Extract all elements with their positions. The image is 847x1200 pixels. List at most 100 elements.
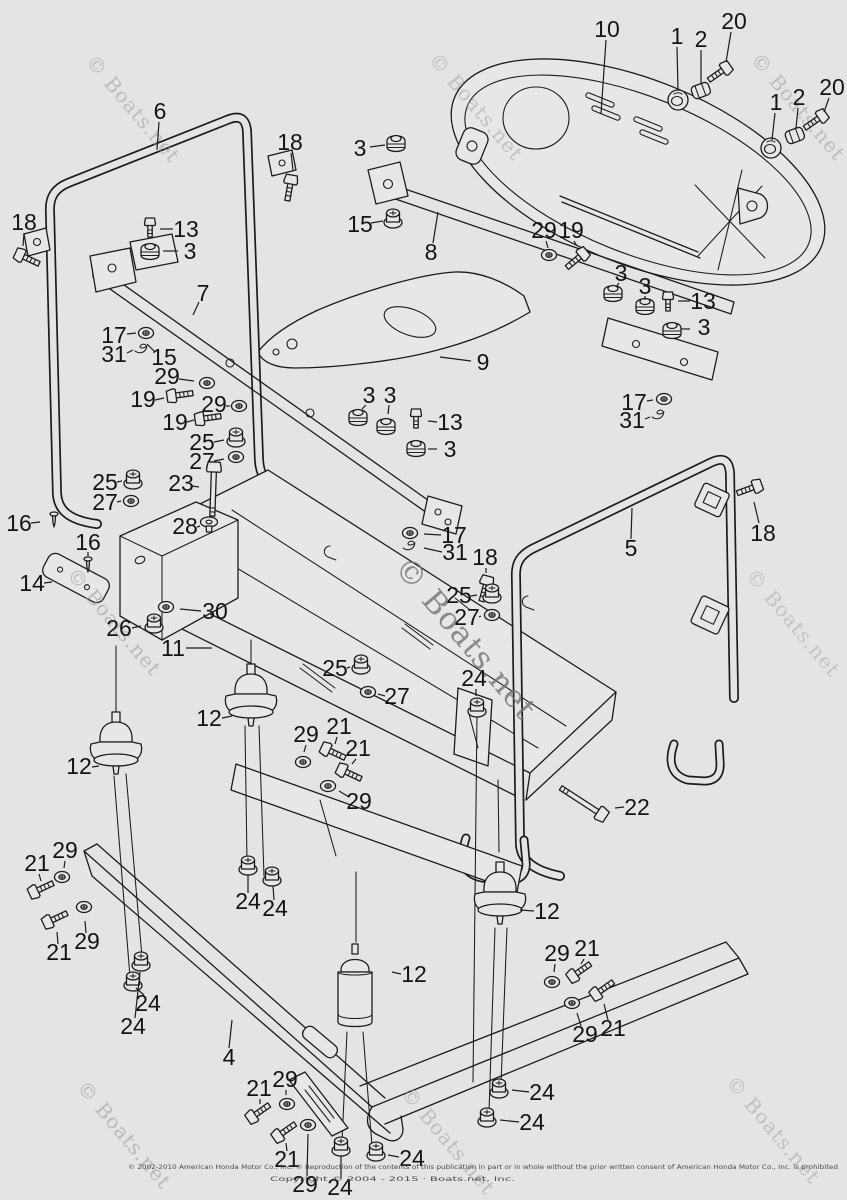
part-engine-bed-9 xyxy=(257,271,531,369)
part-glyph-washer xyxy=(294,755,312,769)
diagram-line-art xyxy=(23,58,826,1147)
leader-line xyxy=(338,790,350,798)
callout-label: 29 xyxy=(154,363,180,389)
callout-label: 13 xyxy=(437,409,463,435)
watermark-text: © Boats.net xyxy=(72,1076,176,1194)
callout-label: 20 xyxy=(721,8,747,34)
leader-line xyxy=(22,232,25,247)
callout-label: 23 xyxy=(168,470,194,496)
leader-line xyxy=(84,920,87,934)
callout-label: 4 xyxy=(223,1044,236,1070)
leader-line xyxy=(285,1142,288,1152)
part-glyph-bolt xyxy=(704,58,735,87)
part-glyph-washer xyxy=(319,779,337,793)
callout-label: 16 xyxy=(75,529,101,555)
leader-line xyxy=(377,693,386,697)
part-glyph-washer xyxy=(299,1118,317,1132)
leader-line xyxy=(186,419,195,423)
callout-label: 27 xyxy=(454,604,480,630)
part-glyph-washer xyxy=(563,996,581,1010)
part-glyph-bolts xyxy=(409,408,423,429)
leader-line xyxy=(146,343,156,353)
part-mount-12-a xyxy=(89,711,143,775)
leader-line xyxy=(221,715,233,719)
callout-label: 24 xyxy=(235,888,261,914)
leader-line xyxy=(306,1133,309,1177)
leader-line xyxy=(511,1089,530,1093)
part-glyph-nut xyxy=(238,855,258,876)
leader-line xyxy=(753,501,760,524)
leader-line xyxy=(196,525,201,528)
part-glyph-washer xyxy=(401,526,419,540)
callout-label: 31 xyxy=(619,407,645,433)
leader-line xyxy=(178,378,195,382)
part-mount-12-b xyxy=(224,663,278,727)
leader-line xyxy=(272,885,275,901)
leader-line xyxy=(630,507,633,540)
callout-label: 29 xyxy=(272,1066,298,1092)
part-glyph-washer xyxy=(359,685,377,699)
leader-line xyxy=(192,301,200,316)
callout-label: 24 xyxy=(327,1174,353,1200)
callout-label: 21 xyxy=(326,713,352,739)
callout-label: 18 xyxy=(11,209,37,235)
part-glyph-bolt xyxy=(279,173,300,203)
part-glyph-washer xyxy=(540,248,558,262)
footer-copyright-line1: © 2002-2010 American Honda Motor Co., In… xyxy=(128,1163,838,1171)
part-glyph-nut xyxy=(383,208,403,229)
part-glyph-bolts xyxy=(661,291,675,312)
callout-label: 2 xyxy=(793,84,806,110)
leader-line xyxy=(427,420,438,423)
part-glyph-nut xyxy=(489,1078,509,1099)
callout-label: 6 xyxy=(154,98,167,124)
callout-label: 29 xyxy=(74,928,100,954)
part-bottom-rail-4 xyxy=(83,843,749,1142)
callout-label: 25 xyxy=(322,655,348,681)
callout-label: 3 xyxy=(363,382,376,408)
leader-line xyxy=(116,480,123,483)
leader-line xyxy=(614,806,625,809)
callout-label: 27 xyxy=(384,683,410,709)
part-bracket-plate-14 xyxy=(42,552,110,604)
callout-label: 19 xyxy=(130,386,156,412)
part-glyph-bolt xyxy=(734,477,765,501)
part-glyph-damper xyxy=(635,297,655,316)
callout-label: 25 xyxy=(92,469,118,495)
leader-line xyxy=(131,625,142,629)
callout-label: 15 xyxy=(151,344,177,370)
callout-label: 24 xyxy=(120,1013,146,1039)
leader-line xyxy=(423,547,443,553)
leader-line xyxy=(346,666,351,669)
leader-line xyxy=(646,399,654,402)
part-side-cover-10 xyxy=(450,58,826,286)
callout-label: 29 xyxy=(292,1171,318,1197)
callout-label: 31 xyxy=(101,341,127,367)
callout-label: 29 xyxy=(52,837,78,863)
part-handle-frame-6 xyxy=(23,112,297,529)
callout-label: 29 xyxy=(531,217,557,243)
part-glyph-washer xyxy=(278,1097,296,1111)
callout-label: 29 xyxy=(201,391,227,417)
part-glyph-nut xyxy=(366,1141,386,1162)
callout-label: 29 xyxy=(544,940,570,966)
leader-line xyxy=(116,500,122,503)
callout-label: 21 xyxy=(274,1146,300,1172)
part-glyph-nut xyxy=(123,469,143,490)
callout-label: 21 xyxy=(600,1015,626,1041)
leader-line xyxy=(154,397,165,401)
callout-label: 19 xyxy=(162,409,188,435)
part-glyph-nut xyxy=(351,654,371,675)
leader-line xyxy=(823,97,830,113)
watermark-text: © Boats.net xyxy=(81,50,185,168)
callout-label: 27 xyxy=(92,489,118,515)
leader-line xyxy=(644,416,651,420)
callout-label: 7 xyxy=(197,280,210,306)
leader-line xyxy=(134,971,141,1019)
part-glyph-clip xyxy=(651,409,665,420)
callout-label: 10 xyxy=(594,16,620,42)
part-glyph-bushing xyxy=(689,80,713,101)
callout-label: 21 xyxy=(345,735,371,761)
part-glyph-nut xyxy=(477,1107,497,1128)
